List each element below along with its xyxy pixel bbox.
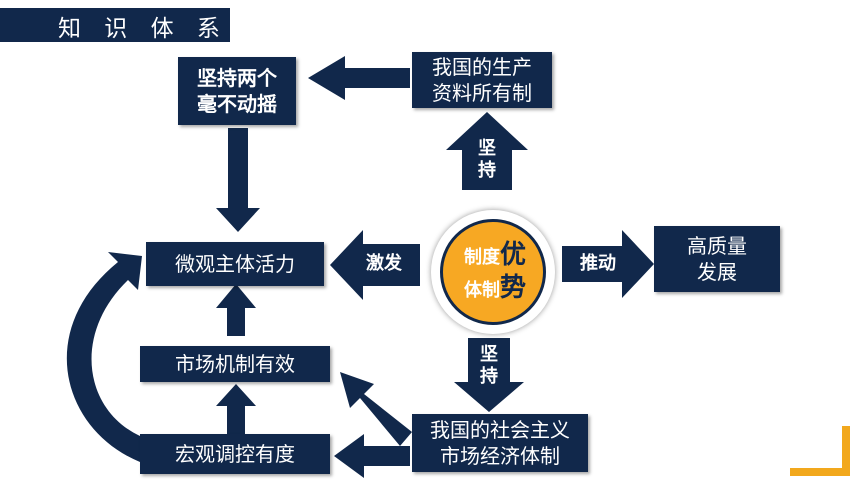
node-macro-control-label: 宏观调控有度 — [175, 442, 295, 466]
arrow-label-up: 坚 持 — [476, 138, 498, 182]
corner-decoration — [790, 426, 850, 476]
arrow-macro-to-market — [216, 384, 256, 434]
center-line1-small: 制度 — [463, 247, 500, 268]
node-micro-vitality-label: 微观主体活力 — [175, 252, 295, 276]
arrow-center-up — [446, 112, 528, 190]
node-high-quality-line2: 发展 — [697, 260, 737, 284]
arrow-center-left — [330, 230, 420, 300]
arrow-market-to-micro — [216, 284, 256, 336]
arrow-socialist-to-macro — [334, 434, 410, 478]
node-socialist-market-line1: 我国的社会主义 — [430, 418, 570, 442]
arrow-socialist-to-market — [340, 372, 412, 446]
node-market-mechanism-label: 市场机制有效 — [175, 352, 295, 376]
title-bar — [0, 8, 230, 42]
arrow-label-up-2: 持 — [478, 160, 496, 181]
arrow-ownership-to-unwavering — [308, 56, 410, 100]
node-high-quality-line1: 高质量 — [687, 234, 747, 258]
center-line2-big: 势 — [499, 273, 526, 303]
arrow-label-down-2: 持 — [480, 366, 498, 387]
node-macro-control: 宏观调控有度 — [140, 434, 330, 474]
node-ownership-line1: 我国的生产 — [432, 55, 532, 79]
node-ownership: 我国的生产资料所有制 — [412, 52, 552, 108]
node-market-mechanism: 市场机制有效 — [140, 346, 330, 382]
center-line1-big: 优 — [499, 240, 526, 270]
center-circle-inner: 制度优 体制势 — [440, 219, 546, 325]
arrow-unwavering-to-micro — [216, 128, 260, 232]
node-socialist-market: 我国的社会主义市场经济体制 — [412, 414, 588, 472]
center-text: 制度优 体制势 — [440, 240, 550, 306]
node-two-unwavering-line1: 坚持两个 — [197, 66, 277, 90]
center-circle: 制度优 体制势 — [431, 210, 555, 334]
node-high-quality: 高质量发展 — [654, 226, 780, 292]
arrow-label-up-1: 坚 — [478, 138, 496, 159]
arrow-center-down — [454, 338, 524, 412]
arrow-center-right — [562, 230, 654, 298]
arrow-label-down-1: 坚 — [480, 344, 498, 365]
node-micro-vitality: 微观主体活力 — [146, 242, 324, 286]
arrow-label-down: 坚 持 — [478, 344, 500, 388]
node-socialist-market-line2: 市场经济体制 — [440, 444, 560, 468]
center-line2-small: 体制 — [463, 280, 500, 301]
arrow-label-left: 激发 — [366, 253, 402, 274]
node-two-unwavering: 坚持两个毫不动摇 — [178, 57, 296, 125]
arrow-curve-macro-to-micro — [66, 252, 142, 462]
node-ownership-line2: 资料所有制 — [432, 81, 532, 105]
page-title: 知 识 体 系 — [58, 16, 228, 42]
node-two-unwavering-line2: 毫不动摇 — [197, 92, 277, 116]
arrow-label-right: 推动 — [580, 253, 616, 274]
